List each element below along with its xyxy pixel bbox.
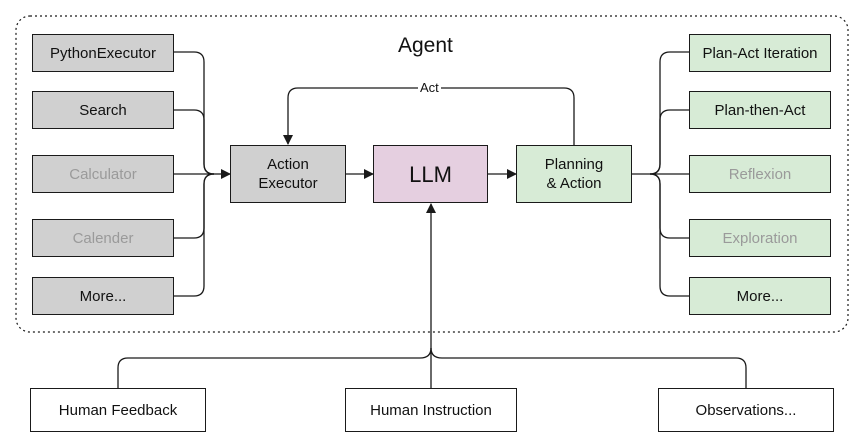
input-connectors [117, 203, 747, 388]
action-executor-box: Action Executor [230, 145, 346, 203]
tool-more: More... [32, 277, 174, 315]
llm-box: LLM [373, 145, 488, 203]
strategy-connectors [632, 51, 689, 297]
strategy-plan-then-act: Plan-then-Act [689, 91, 831, 129]
input-observations: Observations... [658, 388, 834, 432]
act-loop-label: Act [418, 80, 441, 95]
tool-calender: Calender [32, 219, 174, 257]
agent-boundary [15, 15, 849, 333]
strategy-plan-act-iteration: Plan-Act Iteration [689, 34, 831, 72]
agent-title: Agent [398, 34, 453, 57]
tool-python-executor: PythonExecutor [32, 34, 174, 72]
strategy-reflexion: Reflexion [689, 155, 831, 193]
strategy-exploration: Exploration [689, 219, 831, 257]
input-human-feedback: Human Feedback [30, 388, 206, 432]
input-human-instruction: Human Instruction [345, 388, 517, 432]
act-loop [283, 87, 575, 145]
planning-action-box: Planning & Action [516, 145, 632, 203]
tool-calculator: Calculator [32, 155, 174, 193]
tool-search: Search [32, 91, 174, 129]
tool-connectors [174, 51, 231, 297]
strategy-more: More... [689, 277, 831, 315]
